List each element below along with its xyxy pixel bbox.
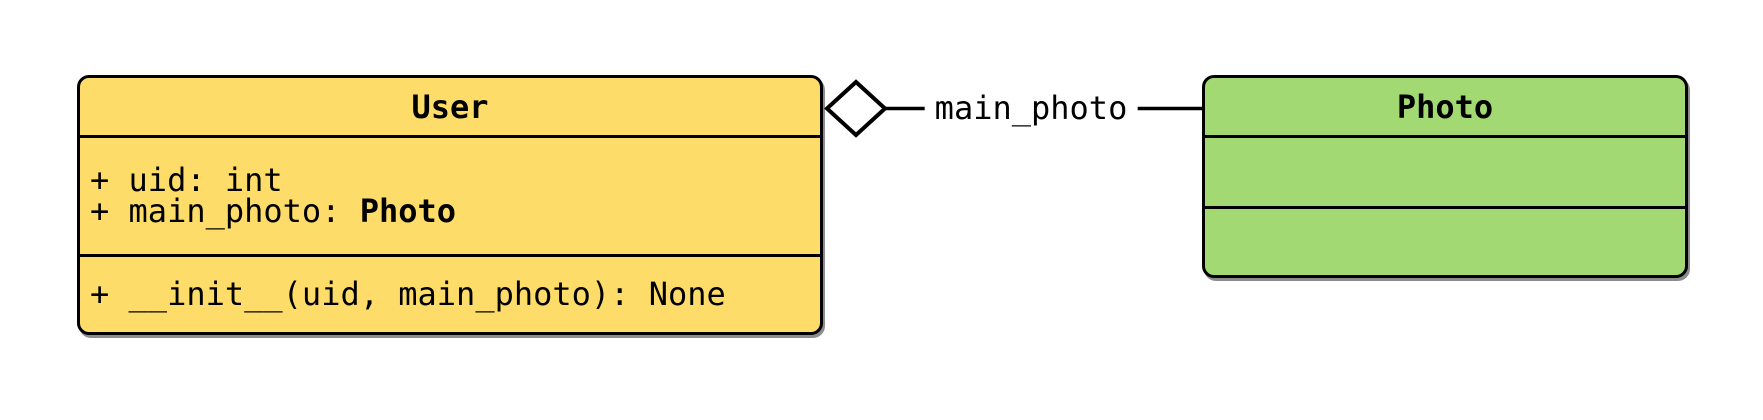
attribute-prefix: + main_photo: <box>90 192 360 230</box>
attribute-row-main-photo: + main_photo: Photo <box>90 195 820 227</box>
class-title-photo-label: Photo <box>1396 87 1494 126</box>
attribute-type: int <box>224 161 283 199</box>
user-attributes-compartment: + uid: int + main_photo: Photo <box>80 138 820 257</box>
class-box-photo: Photo <box>1202 75 1688 278</box>
class-title-user-label: User <box>411 87 489 126</box>
attribute-row-uid: + uid: int <box>90 164 820 196</box>
photo-methods-compartment <box>1205 209 1685 275</box>
method-row-init: + __init__(uid, main_photo): None <box>90 275 726 313</box>
class-title-photo: Photo <box>1205 78 1685 138</box>
user-methods-compartment: + __init__(uid, main_photo): None <box>80 257 820 332</box>
attribute-prefix: + uid: <box>90 161 225 199</box>
aggregation-diamond-icon <box>824 79 888 138</box>
photo-attributes-compartment <box>1205 138 1685 209</box>
class-box-user: User + uid: int + main_photo: Photo + __… <box>77 75 823 335</box>
relation-label: main_photo <box>924 88 1138 128</box>
class-title-user: User <box>80 78 820 138</box>
attribute-type-class-ref: Photo <box>359 192 457 230</box>
